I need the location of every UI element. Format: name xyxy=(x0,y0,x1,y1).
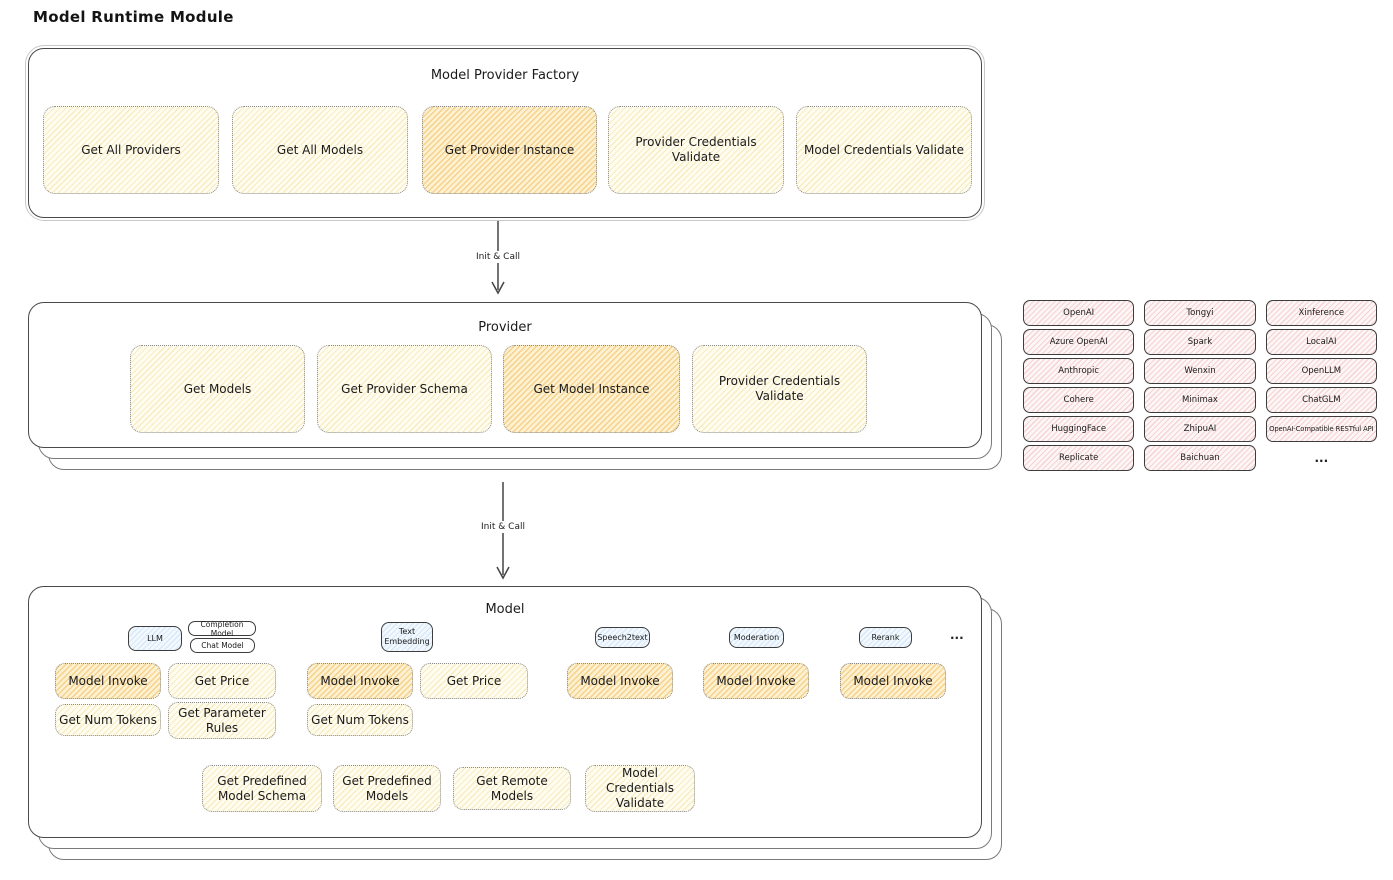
node-get-remote-models: Get Remote Models xyxy=(453,767,571,810)
provider-chip-baichuan: Baichuan xyxy=(1144,445,1256,471)
node-provider-credentials-validate-2: Provider Credentials Validate xyxy=(692,345,867,433)
node-model-credentials-validate: Model Credentials Validate xyxy=(796,106,972,194)
model-box: Model LLM Completion Model Chat Model Te… xyxy=(28,586,1002,860)
provider-chip-wenxin: Wenxin xyxy=(1144,358,1256,384)
arrow-label-init-call-2: Init & Call xyxy=(477,521,529,533)
provider-chip-spark: Spark xyxy=(1144,329,1256,355)
node-model-credentials-validate-2: Model Credentials Validate xyxy=(585,765,695,812)
provider-chip-anthropic: Anthropic xyxy=(1023,358,1135,384)
provider-box: Provider Get Models Get Provider Schema … xyxy=(28,302,1002,470)
provider-chip-xinference: Xinference xyxy=(1265,300,1377,326)
arrow-label-init-call-1: Init & Call xyxy=(472,251,524,263)
node-get-model-instance: Get Model Instance xyxy=(503,345,680,433)
node-moderation-model-invoke: Model Invoke xyxy=(703,663,809,699)
tag-text-embedding: Text Embedding xyxy=(381,622,433,652)
provider-chip-chatglm: ChatGLM xyxy=(1265,387,1377,413)
node-get-all-providers: Get All Providers xyxy=(43,106,219,194)
node-embedding-get-num-tokens: Get Num Tokens xyxy=(307,704,413,736)
provider-chip-minimax: Minimax xyxy=(1144,387,1256,413)
provider-list-ellipsis: ... xyxy=(1314,451,1329,465)
factory-box: Model Provider Factory Get All Providers… xyxy=(24,44,986,222)
provider-box-title: Provider xyxy=(478,320,532,335)
tag-completion-model: Completion Model xyxy=(188,620,256,638)
provider-chip-cohere: Cohere xyxy=(1023,387,1135,413)
provider-chip-openai: OpenAI xyxy=(1023,300,1135,326)
tag-chat-model: Chat Model xyxy=(190,638,255,653)
provider-chip-openai-compatible: OpenAI-Compatible RESTful API xyxy=(1265,416,1377,442)
provider-chip-localai: LocalAI xyxy=(1265,329,1377,355)
provider-chip-azure-openai: Azure OpenAI xyxy=(1023,329,1135,355)
node-get-provider-instance: Get Provider Instance xyxy=(422,106,597,194)
node-embedding-model-invoke: Model Invoke xyxy=(307,663,413,699)
factory-box-title: Model Provider Factory xyxy=(430,68,580,83)
node-llm-get-parameter-rules: Get Parameter Rules xyxy=(168,702,276,739)
provider-chip-tongyi: Tongyi xyxy=(1144,300,1256,326)
model-box-title: Model xyxy=(485,602,525,617)
node-get-models: Get Models xyxy=(130,345,305,433)
node-get-all-models: Get All Models xyxy=(232,106,408,194)
provider-chip-replicate: Replicate xyxy=(1023,445,1135,471)
node-get-predefined-model-schema: Get Predefined Model Schema xyxy=(202,765,322,812)
node-llm-get-price: Get Price xyxy=(168,663,276,699)
provider-chip-huggingface: HuggingFace xyxy=(1023,416,1135,442)
tag-llm: LLM xyxy=(128,626,182,651)
tag-moderation: Moderation xyxy=(729,627,784,648)
node-rerank-model-invoke: Model Invoke xyxy=(840,663,946,699)
provider-chip-openllm: OpenLLM xyxy=(1265,358,1377,384)
node-llm-get-num-tokens: Get Num Tokens xyxy=(55,704,161,736)
node-get-provider-schema: Get Provider Schema xyxy=(317,345,492,433)
tag-rerank: Rerank xyxy=(859,627,912,648)
model-tags-ellipsis: ... xyxy=(950,628,964,642)
node-get-predefined-models: Get Predefined Models xyxy=(333,765,441,812)
provider-chip-zhipuai: ZhipuAI xyxy=(1144,416,1256,442)
node-embedding-get-price: Get Price xyxy=(420,663,528,699)
tag-speech2text: Speech2text xyxy=(595,627,650,648)
diagram-title: Model Runtime Module xyxy=(33,8,234,26)
node-speech2text-model-invoke: Model Invoke xyxy=(567,663,673,699)
provider-list: OpenAI Tongyi Xinference Azure OpenAI Sp… xyxy=(1023,300,1377,471)
node-llm-model-invoke: Model Invoke xyxy=(55,663,161,699)
node-provider-credentials-validate: Provider Credentials Validate xyxy=(608,106,784,194)
